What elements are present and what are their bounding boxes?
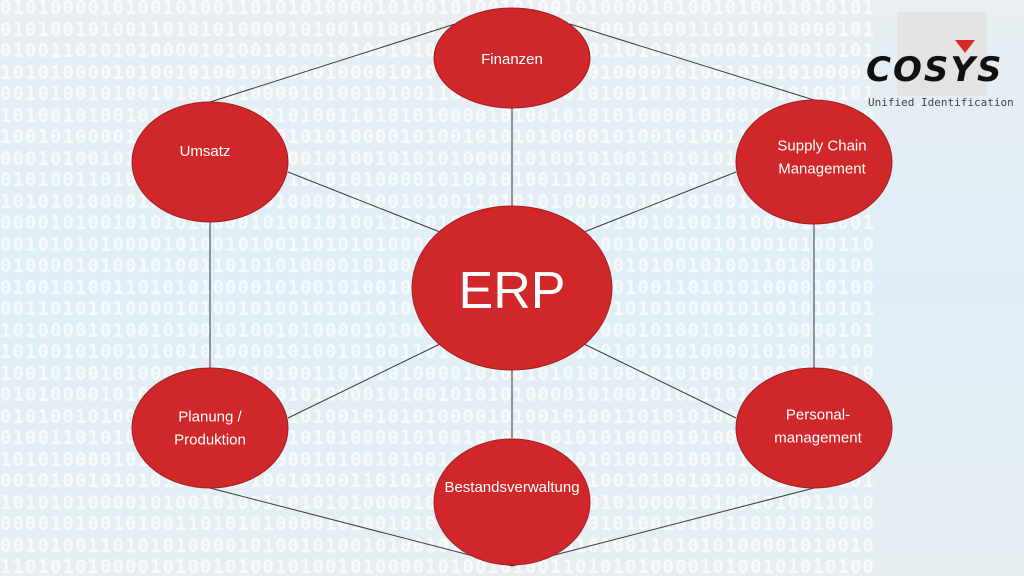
node-label-supply-chain: Supply Chain — [777, 138, 866, 155]
erp-node — [411, 205, 613, 371]
edge-erp-supply — [583, 171, 737, 233]
logo-triangle-icon — [955, 40, 975, 53]
edge-erp-umsatz — [287, 171, 441, 233]
node-label-bestand: Bestandsverwaltung — [444, 479, 579, 496]
node-label-finanzen: Finanzen — [481, 51, 543, 68]
node-finanzen — [433, 7, 591, 109]
edge-finanzen-supply — [569, 23, 815, 101]
edge-personal-bestand — [511, 487, 815, 567]
node-label-supply-chain: Management — [778, 161, 866, 178]
node-umsatz — [131, 101, 289, 223]
edge-planung-bestand — [209, 487, 513, 567]
logo-tagline: Unified Identification — [868, 96, 1014, 109]
edge-erp-planung — [287, 343, 441, 419]
edge-erp-personal — [583, 343, 737, 419]
edge-finanzen-umsatz — [209, 23, 456, 103]
node-label-personal: Personal- — [786, 407, 850, 424]
node-supply-chain — [735, 99, 893, 225]
erp-label: ERP — [459, 262, 566, 320]
cosys-logo-wordmark: COSYS — [866, 50, 1004, 90]
cosys-logo-box — [897, 12, 987, 96]
node-label-umsatz: Umsatz — [180, 143, 231, 160]
node-label-planung: Planung / — [178, 409, 242, 426]
node-bestand — [433, 438, 591, 566]
node-personal — [735, 367, 893, 489]
node-label-planung: Produktion — [174, 432, 246, 449]
node-planung — [131, 367, 289, 489]
node-label-personal: management — [774, 430, 862, 447]
